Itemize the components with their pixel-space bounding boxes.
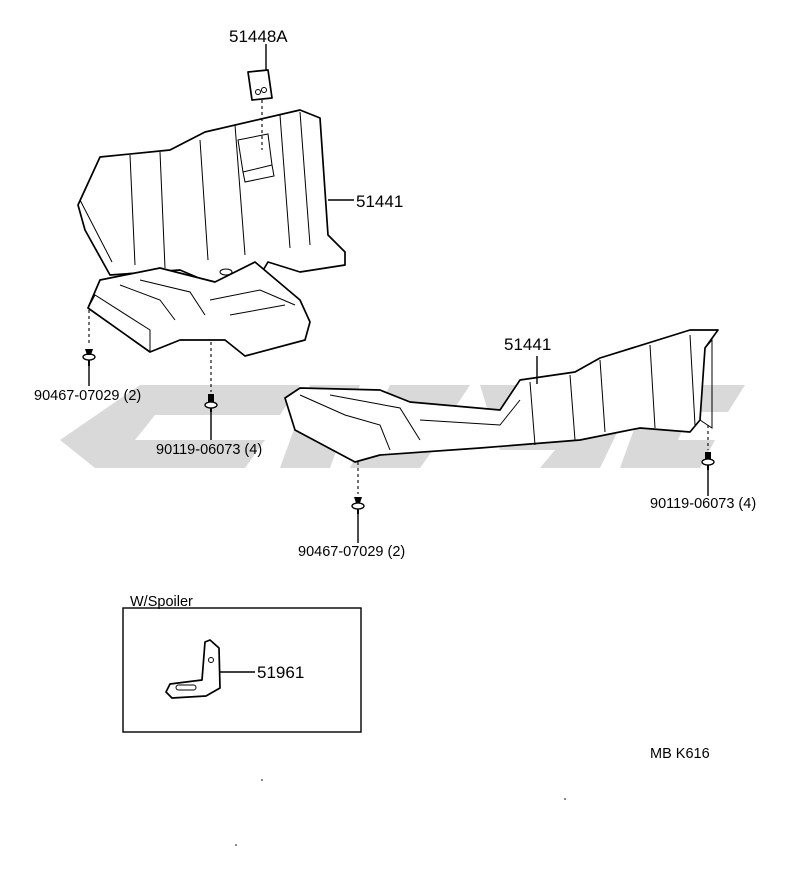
label-inset-bracket: 51961 xyxy=(257,663,304,682)
label-screw-upper: 90119-06073 (4) xyxy=(156,442,262,458)
label-clip-lower: 90467-07029 (2) xyxy=(298,544,405,560)
clip-icon-lower xyxy=(351,497,365,514)
diagram-code: MB K616 xyxy=(650,746,710,762)
spoiler-inset: W/Spoiler 51961 xyxy=(122,594,362,733)
clip-icon-upper xyxy=(82,349,96,366)
screw-icon-lower xyxy=(701,452,715,470)
inset-frame xyxy=(122,607,362,733)
label-clip-upper: 90467-07029 (2) xyxy=(34,388,141,404)
bracket-51961-part xyxy=(165,639,221,699)
bracket-51448a-part xyxy=(247,69,273,101)
upper-under-cover xyxy=(77,109,346,357)
label-bracket: 51448A xyxy=(229,27,288,46)
label-lower-cover: 51441 xyxy=(504,335,551,354)
label-screw-lower: 90119-06073 (4) xyxy=(650,496,756,512)
label-upper-cover: 51441 xyxy=(356,192,403,211)
screw-icon-upper xyxy=(204,394,218,412)
scan-dots xyxy=(235,779,566,846)
lower-under-cover xyxy=(284,329,719,463)
inset-title: W/Spoiler xyxy=(130,594,193,610)
